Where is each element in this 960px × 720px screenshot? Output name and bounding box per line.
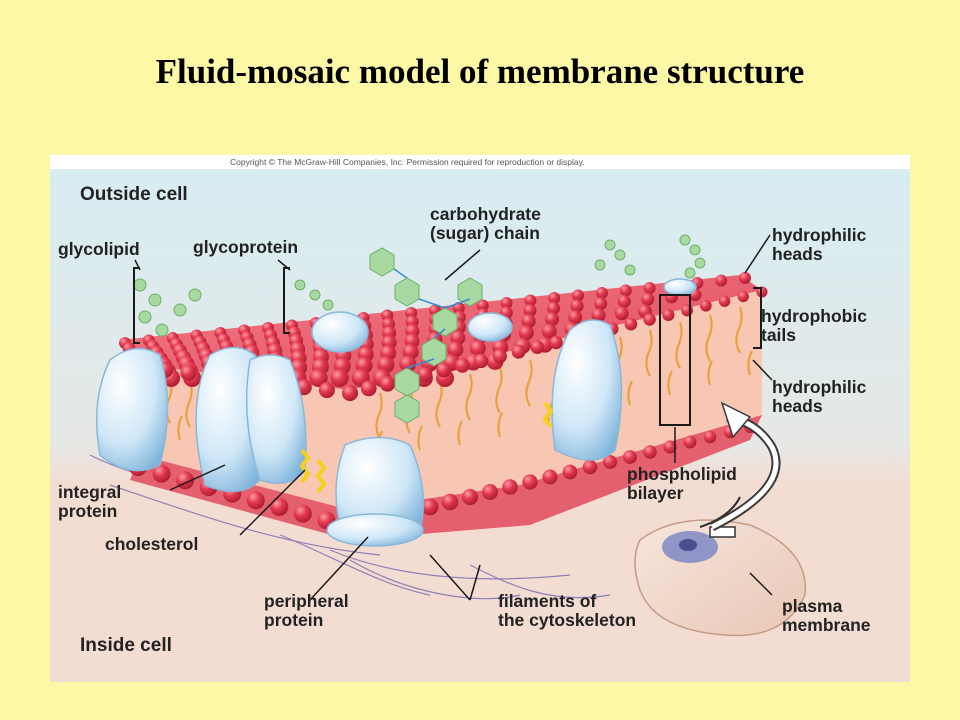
phospholipid-head [624,317,638,331]
plasma-membrane-label: plasma membrane [782,596,871,635]
phospholipid-head [718,295,731,307]
sugar-chains [133,234,706,424]
phospholipid-head [246,491,265,510]
phospholipid-head [737,290,749,303]
phospholipid-head [523,303,537,317]
phospholipid-head [521,314,536,329]
phospholipid-head [530,340,545,354]
phospholipid-head [330,369,349,387]
phospholipid-head [455,358,470,373]
phospholipid-head [441,493,459,511]
phospholipid-head [715,274,728,287]
inside-cell-label: Inside cell [80,635,172,656]
phospholipid-head [511,344,526,359]
phospholipid-head [469,340,486,357]
peripheral-protein-shape [326,513,424,547]
glycoprotein-label: glycoprotein [193,237,299,257]
phospholipid-head [595,287,608,299]
phospholipid-head [318,382,335,399]
phospholipid-head [492,349,507,364]
phospholipid-head [180,364,197,381]
glycolipid-label: glycolipid [58,239,140,259]
phospholipid-head [562,464,578,480]
phospholipid-head [502,479,518,495]
phospholipid-head [450,330,466,346]
phospholipid-head [447,341,464,358]
phospholipid-head [623,450,637,464]
leader-lines [134,234,773,601]
phospholipid-head [703,430,717,444]
phospholipid-head [522,474,538,490]
phospholipid-head [377,356,395,374]
copyright-notice: Copyright © The McGraw-Hill Companies, I… [230,157,585,167]
phospholipid-head [643,313,656,326]
cytoskeleton-filaments-label: filaments of the cytoskeleton [498,591,637,630]
phospholipid-head [436,362,452,378]
phospholipid-head [568,310,583,325]
phospholipid-head [547,301,561,315]
phospholipid-head [591,308,606,323]
hydrophilic-heads-top-label: hydrophilic heads [772,225,867,264]
phospholipid-head [360,380,377,397]
phospholipid-head [572,289,585,302]
phospholipid-head [699,299,712,312]
phospholipid-head [739,272,751,284]
phospholipid-head [482,484,498,500]
phospholipid-head [417,367,433,383]
phospholipid-head [152,464,171,483]
phospholipid-head [643,445,657,459]
phospholipid-head [524,294,537,307]
phospholipid-head [452,302,465,314]
membrane-diagram: Copyright © The McGraw-Hill Companies, I… [50,155,910,682]
peripheral-protein-label: peripheral protein [264,591,349,630]
phospholipid-head [683,435,697,449]
phospholipid-head [602,454,618,470]
phospholipid-head [570,299,584,313]
phospholipid-head [473,353,489,369]
phospholipid-head [619,284,632,297]
phospholipid-head [662,308,675,322]
phospholipid-head [582,459,598,475]
phospholipid-head [617,294,631,308]
phospholipid-head [641,292,655,306]
cholesterol-shapes [299,401,554,494]
phospholipid-head [681,304,694,317]
phospholipid-head [614,306,629,321]
phospholipid-head [643,282,656,294]
zoom-arrow [709,401,781,532]
hydrophilic-heads-bottom-label: hydrophilic heads [772,377,867,416]
phospholipid-head [421,498,439,516]
phospholipid-head [518,325,534,341]
phospholipid-head [663,440,677,454]
phospholipid-head [379,376,396,392]
phospholipid-head [270,498,289,516]
phospholipid-head [461,488,479,506]
phospholipid-head [542,469,558,485]
phospholipid-head [399,355,417,373]
cell-illustration [634,496,807,637]
phospholipid-head [549,335,563,350]
phospholipid-head [309,369,328,387]
copyright-strip [50,155,910,169]
membrane-illustration [50,155,910,682]
carbohydrate-chain-label: carbohydrate (sugar) chain [430,204,541,243]
integral-protein-label: integral protein [58,482,122,521]
sugar-links [393,268,471,369]
cholesterol-label: cholesterol [105,534,199,554]
phospholipid-head [500,297,513,309]
phospholipid-head [476,299,489,312]
phospholipid-head [342,385,358,401]
phospholipid-head [293,504,312,523]
phospholipid-bilayer-label: phospholipid bilayer [627,464,737,503]
outside-cell-label: Outside cell [80,184,188,205]
slide-title: Fluid-mosaic model of membrane structure [155,52,805,91]
phospholipid-head [548,292,561,304]
hydrophobic-tails-label: hydrophobic tails [761,306,867,345]
phospholipid-head [544,312,559,327]
phospholipid-head [541,323,557,339]
integral-protein-shapes [95,278,697,538]
phospholipid-head [594,297,608,311]
